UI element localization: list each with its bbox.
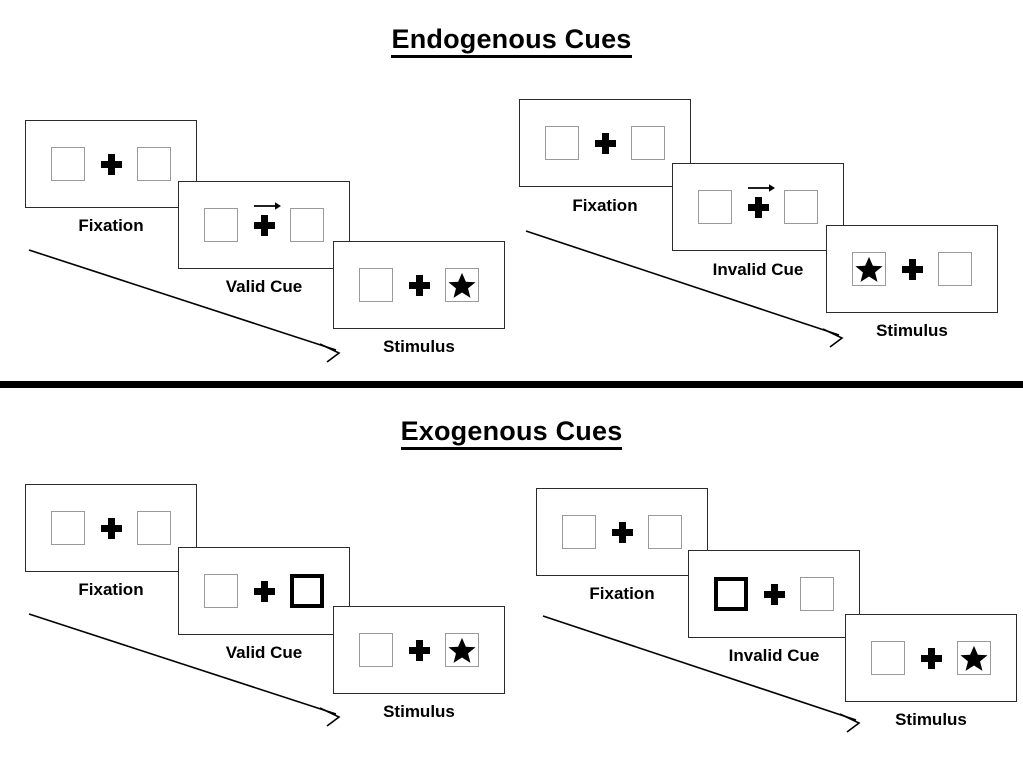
fixation-cross-icon	[409, 640, 430, 661]
left-box	[359, 633, 393, 667]
fixation-cross-icon	[612, 522, 633, 543]
left-box	[871, 641, 905, 675]
right-arrow-cue-icon	[748, 184, 775, 192]
exogenous-valid-fixation-label: Fixation	[78, 580, 144, 599]
exogenous-invalid-cue-panel	[688, 550, 860, 638]
exogenous-invalid-stimulus-label: Stimulus	[895, 710, 967, 729]
fixation-cross-icon	[902, 259, 923, 280]
exogenous-invalid-fixation-panel	[536, 488, 708, 576]
fixation-cross-icon	[101, 154, 122, 175]
endogenous-invalid-cue-panel	[672, 163, 844, 251]
right-arrow-cue-icon	[254, 202, 281, 210]
fixation-cross-icon	[254, 581, 275, 602]
exogenous-valid-cue-panel	[178, 547, 350, 635]
fixation-cross-icon	[595, 133, 616, 154]
left-box-with-target	[852, 252, 886, 286]
left-box	[359, 268, 393, 302]
endogenous-invalid-stimulus-label: Stimulus	[876, 321, 948, 340]
right-box	[137, 511, 171, 545]
left-box	[204, 574, 238, 608]
right-box-with-target	[445, 268, 479, 302]
black-star-icon	[448, 272, 476, 298]
exogenous-section: Exogenous Cues Fixation Valid Cue Stim	[0, 392, 1023, 767]
exogenous-valid-stimulus-label: Stimulus	[383, 702, 455, 721]
exogenous-section-title: Exogenous Cues	[0, 416, 1023, 450]
exogenous-valid-fixation-panel	[25, 484, 197, 572]
left-box-cued	[714, 577, 748, 611]
fixation-cross-icon	[409, 275, 430, 296]
endogenous-invalid-cue-label: Invalid Cue	[712, 260, 804, 279]
right-box-with-target	[957, 641, 991, 675]
right-box	[938, 252, 972, 286]
endogenous-valid-fixation-panel	[25, 120, 197, 208]
endogenous-valid-stimulus-panel	[333, 241, 505, 329]
right-box	[137, 147, 171, 181]
exogenous-title-text: Exogenous Cues	[400, 416, 623, 450]
left-box	[204, 208, 238, 242]
endogenous-valid-stimulus-label: Stimulus	[383, 337, 455, 356]
fixation-cross-icon	[764, 584, 785, 605]
right-box	[290, 208, 324, 242]
left-box	[698, 190, 732, 224]
right-box-cued	[290, 574, 324, 608]
left-box	[51, 147, 85, 181]
right-box	[800, 577, 834, 611]
endogenous-section-title: Endogenous Cues	[0, 24, 1023, 58]
fixation-cross-icon	[101, 518, 122, 539]
right-box-with-target	[445, 633, 479, 667]
section-divider	[0, 381, 1023, 388]
endogenous-valid-cue-panel	[178, 181, 350, 269]
left-box	[51, 511, 85, 545]
endogenous-valid-fixation-label: Fixation	[78, 216, 144, 235]
left-box	[562, 515, 596, 549]
fixation-cross-icon	[254, 215, 275, 236]
right-box	[784, 190, 818, 224]
left-box	[545, 126, 579, 160]
endogenous-valid-cue-label: Valid Cue	[225, 277, 303, 296]
fixation-cross-icon	[921, 648, 942, 669]
right-box	[631, 126, 665, 160]
endogenous-title-text: Endogenous Cues	[391, 24, 632, 58]
exogenous-valid-stimulus-panel	[333, 606, 505, 694]
fixation-cross-icon	[748, 197, 769, 218]
black-star-icon	[448, 637, 476, 663]
exogenous-invalid-stimulus-panel	[845, 614, 1017, 702]
endogenous-invalid-fixation-panel	[519, 99, 691, 187]
exogenous-valid-cue-label: Valid Cue	[225, 643, 303, 662]
exogenous-invalid-cue-label: Invalid Cue	[728, 646, 820, 665]
right-box	[648, 515, 682, 549]
black-star-icon	[960, 645, 988, 671]
black-star-icon	[855, 256, 883, 282]
endogenous-section: Endogenous Cues Fixation Valid Cue	[0, 24, 1023, 363]
endogenous-invalid-fixation-label: Fixation	[572, 196, 638, 215]
exogenous-invalid-fixation-label: Fixation	[589, 584, 655, 603]
endogenous-invalid-stimulus-panel	[826, 225, 998, 313]
